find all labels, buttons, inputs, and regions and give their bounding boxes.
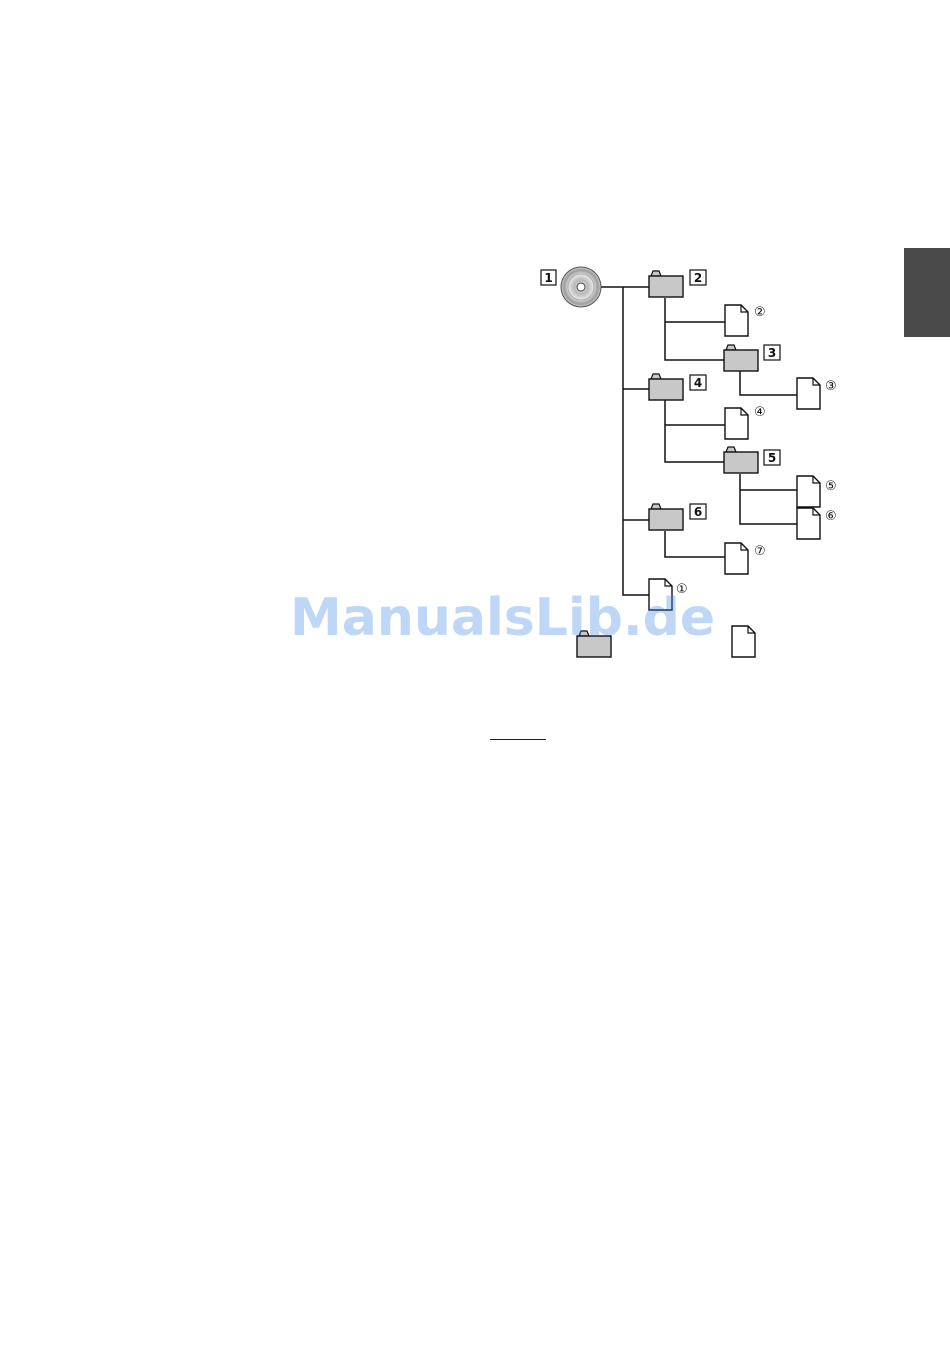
folder-node	[724, 345, 758, 371]
tree-connectors	[601, 287, 797, 595]
folder-icon	[724, 345, 758, 371]
folder-icon	[724, 447, 758, 473]
file-node	[797, 508, 820, 539]
file-node	[725, 305, 748, 336]
file-label: ⑤	[825, 479, 837, 494]
folder-node	[649, 271, 683, 297]
disc-icon	[561, 267, 601, 307]
folder-node	[649, 374, 683, 400]
file-icon	[725, 543, 748, 574]
file-icon	[725, 408, 748, 439]
folder-label: 2	[694, 271, 702, 285]
folder-label: 4	[694, 376, 702, 390]
file-node	[797, 378, 820, 409]
footnote-divider	[490, 739, 546, 740]
file-icon	[797, 476, 820, 507]
file-node	[725, 408, 748, 439]
folder-icon	[649, 374, 683, 400]
file-label: ⑦	[754, 544, 766, 559]
file-label: ③	[825, 379, 837, 394]
folder-node	[724, 447, 758, 473]
folder-node	[649, 504, 683, 530]
file-label: ⑥	[825, 509, 837, 524]
folder-label: 5	[768, 451, 776, 465]
file-label: ④	[754, 405, 766, 420]
disc-label: 1	[544, 271, 552, 285]
file-icon	[797, 508, 820, 539]
file-icon	[797, 378, 820, 409]
folder-label: 6	[694, 505, 702, 519]
file-node	[725, 543, 748, 574]
legend-file-icon	[732, 626, 755, 657]
folder-label: 3	[768, 346, 776, 360]
disc-root: 1	[541, 267, 601, 307]
file-node	[797, 476, 820, 507]
watermark: ManualsLib.de	[290, 588, 670, 648]
folder-icon	[649, 504, 683, 530]
file-label: ②	[754, 305, 766, 320]
file-icon	[725, 305, 748, 336]
folder-icon	[649, 271, 683, 297]
